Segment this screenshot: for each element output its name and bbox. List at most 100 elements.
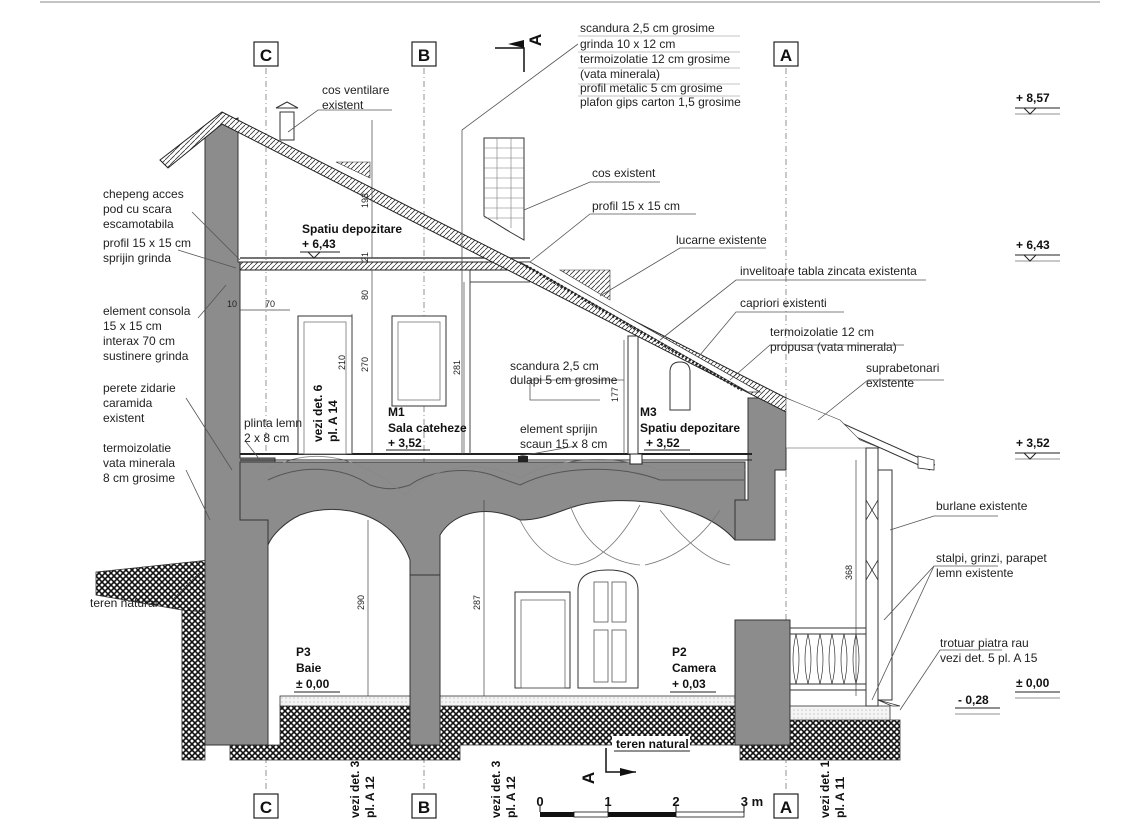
grid-bubble-b-bottom: B (411, 793, 437, 819)
label-chepeng-2: pod cu scara (103, 202, 172, 216)
label-termoizolatie-vata-3: 8 cm grosime (103, 471, 175, 485)
roof (159, 111, 936, 471)
svg-text:Sala cateheze: Sala cateheze (388, 421, 467, 435)
grid-bubble-c-bottom: C (253, 793, 279, 819)
roof-layer-4: (vata minerala) (580, 67, 660, 81)
label-teren-natural-left: teren natural (90, 596, 157, 610)
label-profil-sprijin-2: sprijin grinda (103, 251, 171, 265)
label-chepeng-3: escamotabila (103, 217, 174, 231)
label-plinta-2: 2 x 8 cm (244, 431, 289, 445)
annotations: cos ventilare existent cos existent prof… (90, 83, 1047, 665)
roof-layer-5: profil metalic 5 cm grosime (580, 81, 723, 95)
roof-layer-6: plafon gips carton 1,5 grosime (580, 95, 741, 109)
label-suprabetonari-2: existente (866, 376, 914, 390)
detail-ref-upper: vezi det. 6 pl. A 14 (311, 384, 340, 442)
level-marker-643: + 6,43 (1015, 238, 1060, 262)
svg-text:210: 210 (337, 355, 347, 370)
label-consola-4: sustinere grinda (103, 349, 189, 363)
label-lucarne: lucarne existente (676, 233, 767, 247)
grid-bubble-a-top: A (773, 41, 799, 67)
label-capriori: capriori existenti (740, 296, 827, 310)
svg-text:Baie: Baie (296, 661, 322, 675)
svg-text:Spatiu depozitare: Spatiu depozitare (640, 421, 740, 435)
svg-text:A: A (526, 34, 545, 46)
lucarne-right (558, 269, 611, 301)
label-profil-sprijin-1: profil 15 x 15 cm (103, 236, 191, 250)
svg-text:P3: P3 (296, 645, 311, 659)
label-perete-2: caramida (103, 396, 153, 410)
grid-bubble-a-bottom: A (773, 793, 799, 819)
scale-tick-0: 0 (536, 794, 543, 809)
svg-text:± 0,00: ± 0,00 (296, 677, 330, 691)
level-marker-000: ± 0,00 (1015, 676, 1060, 699)
svg-text:P2: P2 (672, 645, 687, 659)
existing-chimney (483, 137, 525, 241)
svg-text:A: A (780, 798, 792, 817)
svg-text:193: 193 (360, 193, 370, 208)
roof-layer-1: scandura 2,5 cm grosime (580, 21, 715, 35)
porch (789, 447, 935, 707)
level-marker-028: - 0,28 (955, 693, 1000, 715)
label-perete-3: existent (103, 411, 145, 425)
room-spatiu-top: Spatiu depozitare + 6,43 (300, 222, 402, 259)
room-p2: P2 Camera + 0,03 (670, 645, 716, 693)
svg-text:287: 287 (472, 595, 482, 610)
label-suprabetonari-1: suprabetonari (866, 361, 939, 375)
grid-bubble-b-top: B (411, 41, 437, 67)
scale-tick-2: 2 (672, 794, 679, 809)
svg-text:21: 21 (360, 252, 370, 262)
dimension-lines (240, 120, 857, 696)
label-trotuar-2: vezi det. 5 pl. A 15 (940, 651, 1038, 665)
label-consola-1: element consola (103, 304, 191, 318)
svg-text:290: 290 (356, 595, 366, 610)
label-invelitoare: invelitoare tabla zincata existenta (740, 264, 917, 278)
label-perete-1: perete zidarie (103, 381, 176, 395)
level-marker-857: + 8,57 (1015, 91, 1060, 115)
ground-floor-slab (279, 695, 741, 707)
label-teren-natural-bottom: teren natural (612, 736, 690, 752)
section-marker-top: A (495, 34, 545, 72)
roof-layer-2: grinda 10 x 12 cm (580, 37, 675, 51)
svg-text:368: 368 (844, 565, 854, 580)
scale-tick-1: 1 (604, 794, 611, 809)
label-termoizolatie-vata-1: termoizolatie (103, 441, 171, 455)
label-scandura-2: dulapi 5 cm grosime (510, 373, 618, 387)
roof-layers-note: scandura 2,5 cm grosime grinda 10 x 12 c… (578, 21, 741, 109)
label-scandura-1: scandura 2,5 cm (510, 359, 599, 373)
label-stalpi-2: lemn existente (936, 566, 1014, 580)
detail-ref-c: vezi det. 3 pl. A 12 (348, 760, 377, 818)
dimension-texts: 193 21 80 70 10 270 210 281 177 290 287 … (227, 193, 854, 610)
svg-text:- 0,28: - 0,28 (958, 693, 989, 707)
detail-ref-a: vezi det. 1 pl. A 11 (818, 760, 847, 818)
svg-text:+ 8,57: + 8,57 (1016, 91, 1050, 105)
svg-text:vezi det. 6: vezi det. 6 (311, 384, 325, 442)
roof-layer-3: termoizolatie 12 cm grosime (580, 52, 730, 66)
svg-text:pl. A 12: pl. A 12 (363, 776, 377, 818)
room-p3: P3 Baie ± 0,00 (294, 645, 340, 693)
svg-text:M3: M3 (640, 405, 657, 419)
grid-bubble-c-top: C (253, 41, 279, 67)
svg-text:teren natural: teren natural (616, 737, 689, 751)
svg-text:+ 0,03: + 0,03 (672, 677, 706, 691)
svg-text:+ 6,43: + 6,43 (302, 237, 336, 251)
room-m1: M1 Sala cateheze + 3,52 (386, 405, 467, 451)
label-cos-existent: cos existent (592, 166, 656, 180)
label-stalpi-1: stalpi, grinzi, parapet (936, 551, 1047, 565)
svg-text:A: A (780, 46, 792, 65)
svg-text:281: 281 (452, 360, 462, 375)
room-m3: M3 Spatiu depozitare + 3,52 (640, 405, 740, 451)
label-cos-ventilare-2: existent (322, 98, 364, 112)
svg-text:+ 3,52: + 3,52 (646, 436, 680, 450)
svg-text:10: 10 (227, 299, 237, 309)
label-termoizolatie-propusa-2: propusa (vata minerala) (770, 340, 897, 354)
level-marker-352: + 3,52 (1015, 436, 1060, 460)
svg-text:pl. A 14: pl. A 14 (326, 400, 340, 442)
svg-text:+ 3,52: + 3,52 (1016, 436, 1050, 450)
label-trotuar-1: trotuar piatra rau (940, 636, 1029, 650)
upper-floor (239, 257, 752, 465)
svg-text:M1: M1 (388, 405, 405, 419)
label-cos-ventilare-1: cos ventilare (322, 83, 390, 97)
svg-text:270: 270 (360, 357, 370, 372)
label-consola-3: interax 70 cm (103, 334, 175, 348)
label-element-sprijin-2: scaun 15 x 8 cm (520, 437, 607, 451)
